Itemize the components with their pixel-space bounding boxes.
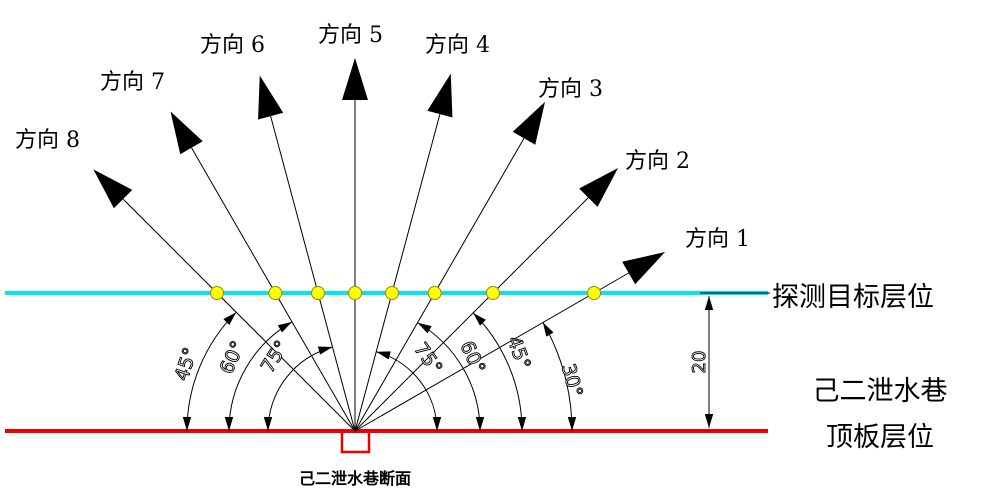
angle-label-right-45: 45° [503, 333, 535, 372]
direction-label-7: 方向 7 [100, 70, 165, 95]
dimension-label: 20 [689, 351, 710, 374]
direction-line-2 [354, 197, 589, 432]
direction-label-8: 方向 8 [15, 128, 80, 153]
roadway-label-line1: 己二泄水巷 [813, 376, 948, 407]
target-layer-label: 探测目标层位 [772, 282, 934, 313]
angle-label-left-45: 45° [171, 345, 202, 384]
direction-line-8 [122, 198, 356, 432]
arrowhead-icon [342, 58, 368, 100]
arrowhead-icon [93, 169, 133, 209]
direction-line-6 [270, 115, 356, 432]
arrowhead-icon [170, 111, 203, 155]
direction-label-4: 方向 4 [425, 33, 490, 58]
intersection-point [348, 286, 362, 300]
angle-arc-right-45 [472, 312, 527, 432]
direction-label-5: 方向 5 [318, 23, 383, 48]
intersection-point [268, 286, 283, 300]
arrowhead-icon [427, 73, 453, 118]
angle-arc-right-30 [542, 322, 577, 432]
direction-label-2: 方向 2 [625, 149, 690, 174]
intersection-point [486, 286, 500, 300]
roadway-label-line2: 顶板层位 [826, 422, 934, 453]
intersection-point [587, 286, 602, 300]
angle-arc-left-75 [263, 346, 333, 432]
intersection-point [384, 286, 399, 300]
direction-label-3: 方向 3 [538, 77, 603, 102]
direction-line-4 [354, 114, 441, 432]
arrowhead-icon [258, 75, 284, 120]
angle-label-left-75: 75° [257, 337, 294, 377]
angle-label-right-60: 60° [455, 338, 489, 378]
roadway-section-rect [340, 429, 371, 454]
arrowhead-icon [622, 252, 666, 285]
arrowhead-icon [579, 167, 619, 207]
direction-label-1: 方向 1 [685, 227, 750, 252]
angle-label-right-30: 30° [557, 361, 587, 399]
intersection-point [210, 286, 224, 300]
direction-label-6: 方向 6 [200, 33, 265, 58]
intersection-point [311, 286, 326, 300]
arrowhead-icon [512, 101, 545, 145]
angle-arc-left-60 [224, 321, 293, 432]
section-label: 己二泄水巷断面 [299, 469, 411, 488]
direction-line-3 [354, 138, 525, 432]
intersection-point [427, 286, 442, 300]
